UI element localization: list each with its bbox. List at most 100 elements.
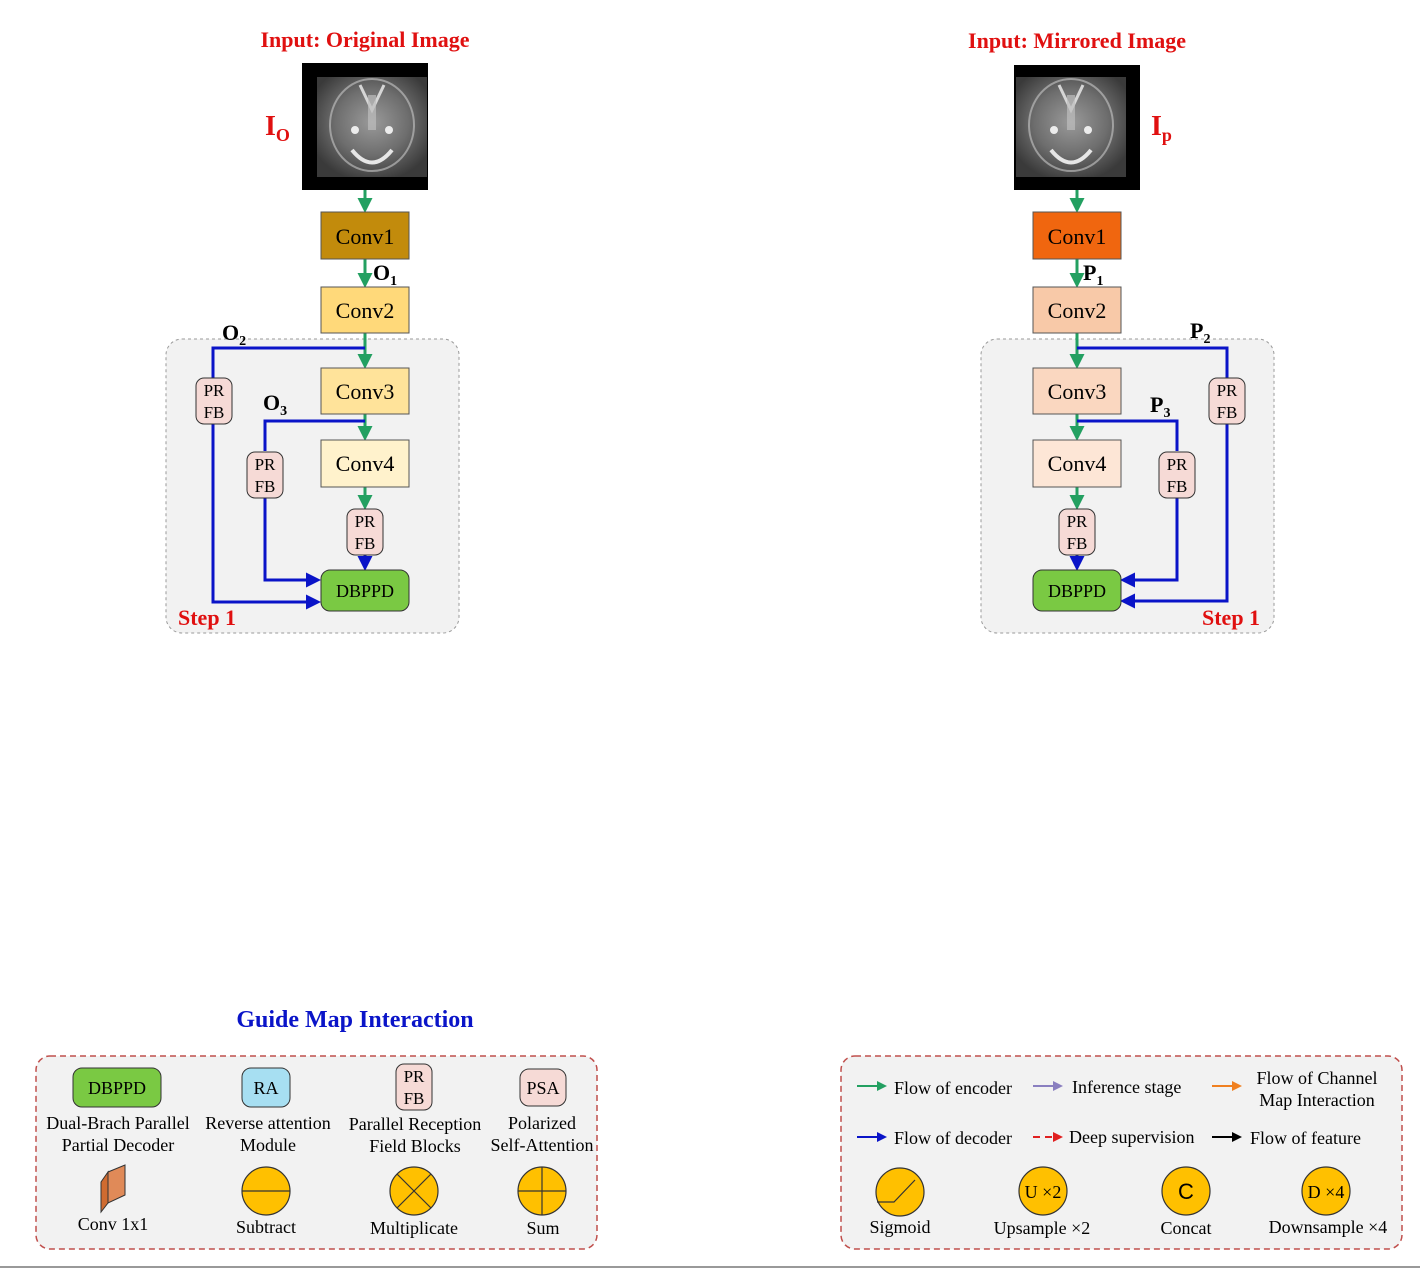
subtract-icon (241, 1166, 291, 1216)
left-input-title: Input: Original Image (260, 27, 469, 52)
sigmoid-icon (875, 1167, 925, 1217)
right-input-title: Input: Mirrored Image (968, 28, 1186, 53)
svg-text:PR: PR (355, 512, 376, 531)
legend-prfb-block (395, 1063, 433, 1111)
right-dbppd-block (1032, 569, 1122, 612)
legend-prfb-line1: PR (404, 1067, 425, 1086)
left-dbppd-block (320, 569, 410, 612)
legend-guide-map: Guide Map Interaction DBPPD Dual-Brach P… (35, 1007, 598, 1250)
right-p3-label: P3 (1150, 392, 1170, 421)
legend-concat: Concat (1161, 1218, 1212, 1238)
legend-dbppd-desc1: Dual-Brach Parallel (46, 1113, 189, 1133)
svg-text:PR: PR (204, 381, 225, 400)
svg-text:C: C (1178, 1179, 1194, 1204)
left-step-label: Step 1 (178, 605, 236, 630)
left-conv4-label: Conv4 (336, 451, 395, 476)
left-decoder-arrows (211, 346, 373, 610)
upsample-icon: U ×2 (1018, 1166, 1068, 1216)
right-conv2-label: Conv2 (1048, 298, 1107, 323)
left-ct-scan-image (302, 63, 428, 190)
legend-dbppd-label: DBPPD (88, 1078, 146, 1098)
right-conv4-block (1032, 439, 1122, 488)
legend-ra-desc2: Module (240, 1135, 296, 1155)
svg-text:FB: FB (255, 477, 276, 496)
downsample-icon: D ×4 (1301, 1166, 1351, 1216)
legend-right-panel (840, 1055, 1403, 1250)
left-conv2-block (320, 286, 410, 334)
legend-flow-encoder: Flow of encoder (894, 1078, 1012, 1098)
legend-sum-label: Sum (526, 1218, 559, 1238)
legend-dbppd-block (72, 1067, 162, 1108)
right-prfb-block-2: PR FB (1158, 451, 1196, 499)
legend-psa-label: PSA (526, 1078, 559, 1098)
svg-text:FB: FB (204, 403, 225, 422)
right-p2-label: P2 (1190, 318, 1210, 347)
conv1x1-icon (100, 1164, 126, 1214)
left-prfb-block-1: PR FB (195, 377, 233, 425)
right-p1-label: P1 (1083, 260, 1103, 289)
left-io-label: IO (265, 111, 290, 145)
svg-text:FB: FB (355, 534, 376, 553)
multiplicate-icon (389, 1166, 439, 1216)
left-o3-label: O3 (263, 390, 287, 419)
left-conv3-block (320, 367, 410, 415)
right-decoder-arrows (1069, 346, 1229, 609)
left-o2-label: O2 (222, 320, 246, 349)
left-conv2-label: Conv2 (336, 298, 395, 323)
left-dbppd-label: DBPPD (336, 581, 394, 601)
legend-flows: Flow of encoder Inference stage Flow of … (840, 1055, 1403, 1250)
concat-icon: C (1161, 1166, 1211, 1216)
legend-sigmoid: Sigmoid (869, 1217, 930, 1237)
svg-text:U ×2: U ×2 (1025, 1182, 1062, 1202)
legend-psa-desc1: Polarized (508, 1113, 576, 1133)
legend-ra-desc1: Reverse attention (205, 1113, 330, 1133)
legend-psa-block (519, 1068, 567, 1107)
right-conv4-label: Conv4 (1048, 451, 1107, 476)
right-conv1-label: Conv1 (1048, 224, 1107, 249)
left-conv1-label: Conv1 (336, 224, 395, 249)
right-conv2-block (1032, 286, 1122, 334)
legend-flow-channel1: Flow of Channel (1257, 1068, 1378, 1088)
svg-text:FB: FB (1217, 403, 1238, 422)
left-conv4-block (320, 439, 410, 488)
right-prfb-block-1: PR FB (1208, 377, 1246, 425)
legend-conv1x1-label: Conv 1x1 (78, 1214, 149, 1234)
legend-flow-decoder: Flow of decoder (894, 1128, 1012, 1148)
legend-multiplicate-label: Multiplicate (370, 1218, 458, 1238)
left-conv3-label: Conv3 (336, 379, 395, 404)
legend-left-panel (35, 1055, 598, 1250)
right-ip-label: Ip (1151, 111, 1172, 145)
right-dbppd-label: DBPPD (1048, 581, 1106, 601)
right-ct-scan-image (1014, 65, 1140, 190)
left-conv1-block (320, 211, 410, 260)
svg-text:D ×4: D ×4 (1308, 1182, 1345, 1202)
right-step-label: Step 1 (1202, 605, 1260, 630)
svg-text:FB: FB (1167, 477, 1188, 496)
svg-text:PR: PR (1067, 512, 1088, 531)
left-o1-label: O1 (373, 260, 397, 289)
svg-text:FB: FB (1067, 534, 1088, 553)
right-network: Input: Mirrored Image Ip (968, 28, 1275, 634)
legend-subtract-label: Subtract (236, 1217, 296, 1237)
legend-downsample: Downsample ×4 (1269, 1217, 1388, 1237)
sum-icon (517, 1166, 567, 1216)
left-prfb-block-2: PR FB (246, 451, 284, 499)
legend-inference-stage: Inference stage (1072, 1077, 1181, 1097)
right-conv3-block (1032, 367, 1122, 415)
right-conv1-block (1032, 211, 1122, 260)
legend-ra-block (241, 1067, 291, 1108)
svg-text:PR: PR (255, 455, 276, 474)
legend-deep-supervision: Deep supervision (1069, 1127, 1194, 1147)
svg-text:PR: PR (1217, 381, 1238, 400)
legend-prfb-desc1: Parallel Reception (349, 1114, 481, 1134)
legend-flow-feature: Flow of feature (1250, 1128, 1361, 1148)
legend-title: Guide Map Interaction (236, 1007, 473, 1033)
left-prfb-block-3: PR FB (346, 508, 384, 556)
legend-flow-channel2: Map Interaction (1259, 1090, 1374, 1110)
legend-upsample: Upsample ×2 (994, 1218, 1091, 1238)
legend-prfb-line2: FB (404, 1089, 425, 1108)
left-network: Input: Original Image IO (165, 27, 470, 634)
legend-ra-label: RA (253, 1078, 278, 1098)
right-prfb-block-3: PR FB (1058, 508, 1096, 556)
